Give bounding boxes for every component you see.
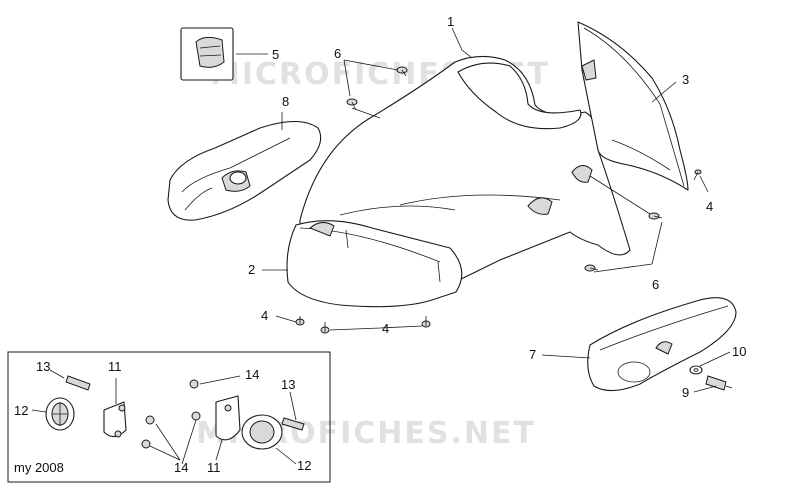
inset-left-light xyxy=(45,375,155,449)
callout-6-top: 6 xyxy=(334,46,341,61)
screw-4-right xyxy=(693,169,702,181)
part-5-plug xyxy=(180,27,234,81)
screw-4-c xyxy=(421,316,431,328)
screw-9 xyxy=(705,375,733,391)
part-3-inner-panel xyxy=(577,21,689,191)
screw-6-low xyxy=(584,264,599,272)
callout-10: 10 xyxy=(732,344,746,359)
callout-14-bottom: 14 xyxy=(174,460,188,475)
inset-my-2008 xyxy=(7,351,331,483)
callout-2: 2 xyxy=(248,262,255,277)
callout-12-right: 12 xyxy=(297,458,311,473)
callout-9: 9 xyxy=(682,385,689,400)
callout-7: 7 xyxy=(529,347,536,362)
callout-5: 5 xyxy=(272,47,279,62)
part-1-front-shield xyxy=(299,55,631,283)
inset-right-light xyxy=(189,379,305,450)
callout-4-right: 4 xyxy=(706,199,713,214)
inset-label-my-2008: my 2008 xyxy=(14,460,64,475)
callout-3: 3 xyxy=(682,72,689,87)
callout-12-left: 12 xyxy=(14,403,28,418)
callout-numbers: 1 2 3 4 4 4 5 6 6 7 8 9 10 11 11 12 12 1… xyxy=(14,14,746,475)
callout-1: 1 xyxy=(447,14,454,29)
callout-11-left: 11 xyxy=(108,359,122,374)
callout-14-top: 14 xyxy=(245,367,259,382)
callout-13-left: 13 xyxy=(36,359,50,374)
part-2-lower-fairing xyxy=(286,220,463,308)
screw-4-b xyxy=(320,322,330,334)
callout-11-right: 11 xyxy=(207,460,221,475)
screw-6-left xyxy=(346,98,358,111)
screw-4-a xyxy=(295,316,305,326)
callout-4-center: 4 xyxy=(382,321,389,336)
leader-lines xyxy=(236,27,731,393)
inset-leaders xyxy=(31,369,297,465)
callout-4-left: 4 xyxy=(261,308,268,323)
screw-6-mid xyxy=(648,212,663,220)
callout-6-bottom: 6 xyxy=(652,277,659,292)
callout-13-right: 13 xyxy=(281,377,295,392)
part-8-left-cover xyxy=(167,120,322,221)
callout-8: 8 xyxy=(282,94,289,109)
washer-10 xyxy=(689,365,703,375)
part-7-right-cover xyxy=(587,297,737,392)
